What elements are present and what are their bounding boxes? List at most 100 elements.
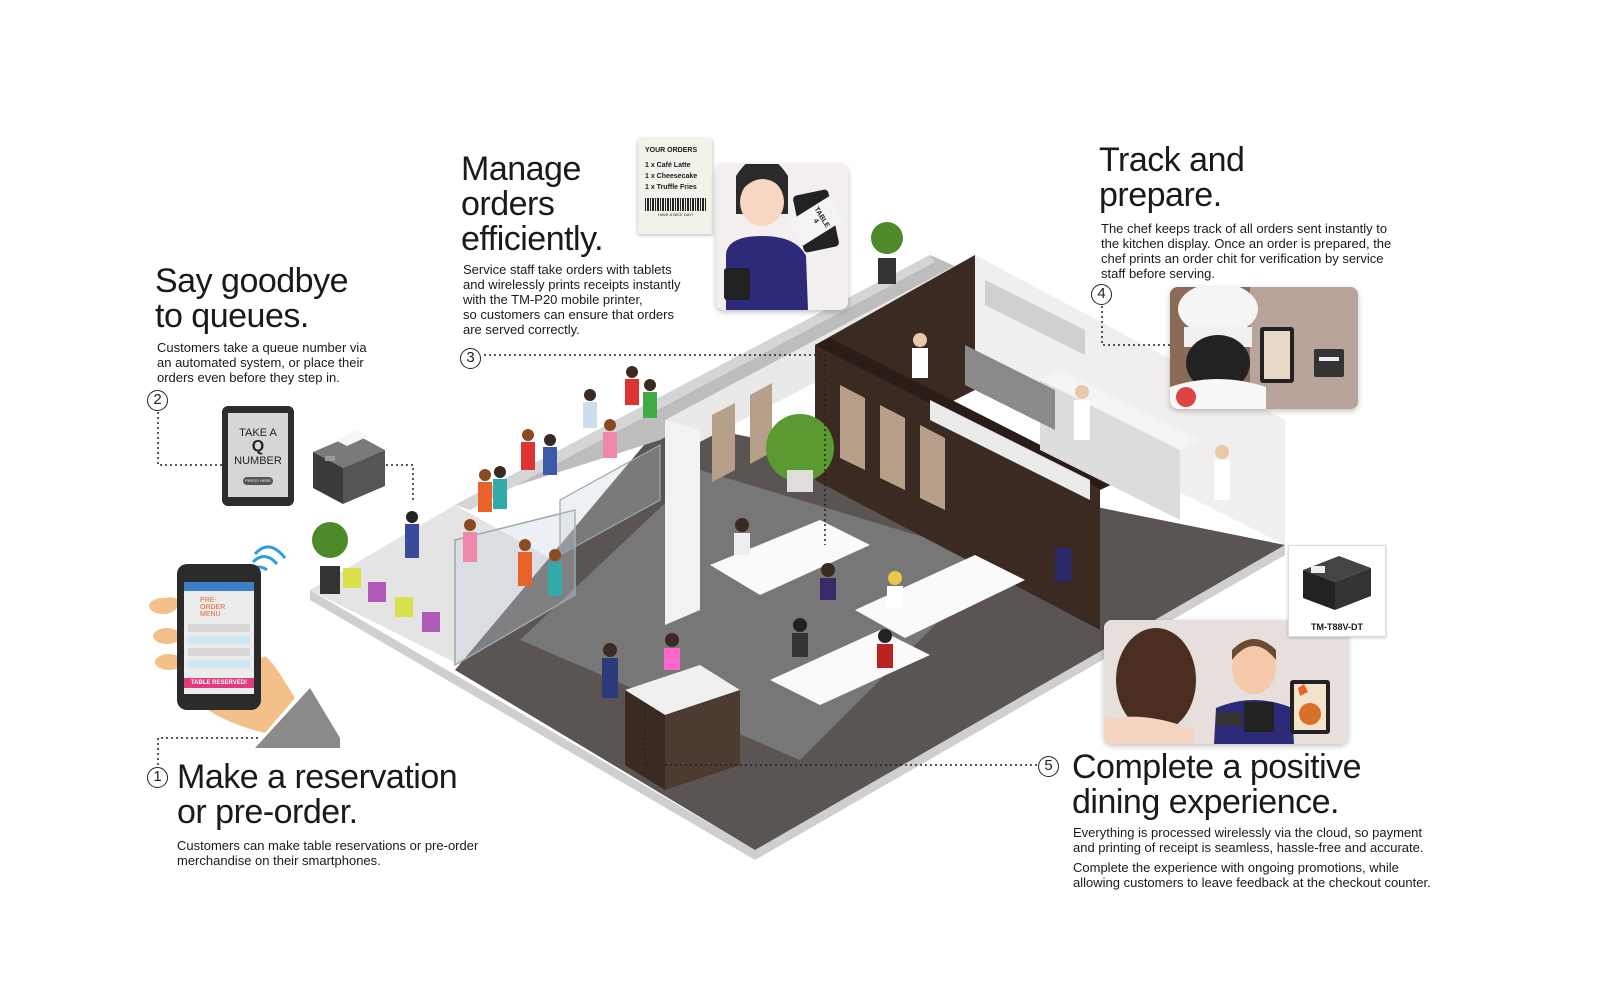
payment-terminal (1216, 712, 1242, 726)
decor-panel (712, 403, 735, 482)
walkway-top-light (455, 255, 935, 510)
queue-people (405, 366, 657, 596)
menu-row (188, 624, 250, 632)
reception-counter (625, 665, 740, 715)
divider-wall-top (815, 338, 1115, 490)
customer-shoulder (1104, 716, 1194, 744)
dining-table (855, 555, 1025, 638)
waiter-face (740, 178, 784, 226)
tm-printer-front (1303, 570, 1335, 610)
step-3-number: 3 (460, 348, 481, 369)
chef-head (1186, 335, 1250, 391)
kitchen-display-screen (1264, 331, 1290, 379)
receipt-footer: HAVE A NICE DAY! (658, 212, 693, 217)
promo-food-image (1299, 703, 1321, 725)
step-5-number: 5 (1038, 756, 1059, 777)
receipt-item: 1 x Café Latte (645, 162, 691, 169)
waiting-chair (343, 568, 361, 588)
decor-panel (920, 425, 945, 510)
stove (965, 345, 1055, 430)
finger (155, 654, 183, 670)
finger (153, 628, 181, 644)
printer-callout: TM-T88V-DT (1288, 545, 1386, 637)
order-receipt: YOUR ORDERS 1 x Café Latte 1 x Cheesecak… (638, 139, 712, 234)
dining-people (602, 333, 1230, 698)
step-4-title: Track and prepare. (1099, 141, 1245, 214)
plant-pot (320, 566, 340, 594)
kitchen-printer (1314, 349, 1344, 377)
decor-panel (880, 405, 905, 490)
plant (871, 222, 903, 254)
waiter-card: TABLE 4 (716, 164, 848, 310)
step-4-number: 4 (1091, 284, 1112, 305)
connector-1 (157, 737, 258, 765)
serving-counter (930, 400, 1090, 500)
plant-pot (878, 258, 896, 284)
waiter-fringe (738, 170, 786, 192)
queue-line-1: TAKE A (239, 427, 277, 439)
menu-row (188, 636, 250, 644)
sleeve (255, 688, 340, 748)
checkout-card (1104, 620, 1348, 744)
step-5-body: Everything is processed wirelessly via t… (1073, 825, 1424, 855)
step-2-body: Customers take a queue number via an aut… (157, 340, 367, 385)
queue-printer (313, 430, 385, 504)
smartphone: PRE-ORDER MENU TABLE RESERVED! (177, 564, 261, 710)
decor-panel (840, 385, 865, 470)
step-3-title: Manage orders efficiently. (461, 150, 604, 258)
plant-pot (787, 470, 813, 492)
receipt-header: YOUR ORDERS (645, 147, 698, 154)
smartphone-screen: PRE-ORDER MENU TABLE RESERVED! (184, 582, 254, 694)
queue-tablet: TAKE A Q NUMBER PRESS HERE (222, 406, 294, 506)
customer-head (1116, 628, 1196, 732)
connector-2b (386, 464, 414, 500)
hood (985, 280, 1085, 355)
plant (766, 414, 834, 482)
step-3-body: Service staff take orders with tablets a… (463, 262, 681, 337)
food-bowl (1176, 387, 1196, 407)
step-5-body-2: Complete the experience with ongoing pro… (1073, 860, 1431, 890)
glass-partition (454, 509, 576, 667)
chef-hat (1178, 287, 1258, 335)
waiter-printer (724, 268, 750, 300)
tm-printer-label (1311, 566, 1325, 573)
cashier-face (1232, 642, 1276, 694)
promo-badge (1298, 684, 1308, 696)
pre-order-menu-label: PRE-ORDER MENU (200, 597, 226, 618)
plant (312, 522, 348, 558)
menu-row (188, 648, 250, 656)
queue-tablet-screen: TAKE A Q NUMBER PRESS HERE (228, 413, 288, 497)
dining-table (710, 520, 870, 595)
waiting-chair (395, 597, 413, 617)
queue-line-2: Q (251, 438, 265, 455)
table-reserved-banner: TABLE RESERVED! (184, 678, 254, 688)
waiting-chair (422, 612, 440, 632)
chef-card (1170, 287, 1358, 409)
wifi-icon (251, 555, 279, 566)
tm-printer-top (1303, 556, 1371, 582)
barcode (645, 198, 706, 211)
printer-model-label: TM-T88V-DT (1310, 622, 1363, 632)
waiting-chair (368, 582, 386, 602)
step-2-title: Say goodbye to queues. (155, 262, 349, 335)
step-4-body: The chef keeps track of all orders sent … (1101, 221, 1392, 281)
connector-lines (157, 306, 1170, 766)
step-1-body: Customers can make table reservations or… (177, 838, 479, 868)
cashier-hair (1232, 639, 1276, 660)
queue-rail (559, 443, 661, 557)
dining-back-wall (665, 420, 700, 625)
step-2-number: 2 (147, 390, 168, 411)
receipt-item: 1 x Truffle Fries (645, 184, 697, 191)
menu-row (188, 660, 250, 668)
finger (149, 598, 177, 614)
queue-press-button[interactable]: PRESS HERE (243, 477, 273, 485)
step-1-number: 1 (147, 767, 168, 788)
connector-3 (484, 354, 826, 545)
connector-2 (157, 412, 222, 466)
kitchen-printer-slot (1319, 357, 1339, 361)
queue-line-3: NUMBER (234, 455, 282, 467)
screen-header-bar (184, 582, 254, 591)
step-1-title: Make a reservation or pre-order. (177, 758, 458, 831)
receipt-item: 1 x Cheesecake (645, 173, 698, 180)
